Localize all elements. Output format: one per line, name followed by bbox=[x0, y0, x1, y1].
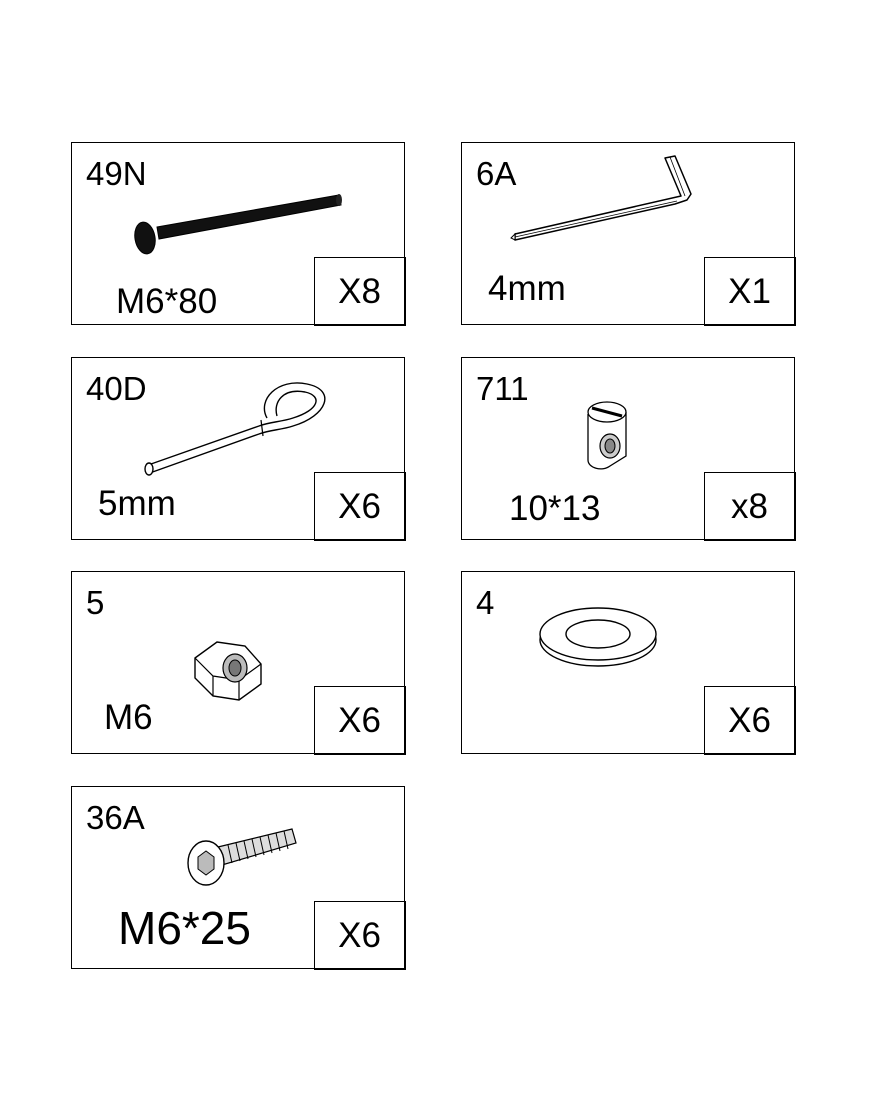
hex-socket-bolt-icon bbox=[184, 821, 304, 891]
part-quantity: X6 bbox=[703, 685, 796, 755]
part-quantity: X6 bbox=[313, 471, 406, 541]
part-quantity: X6 bbox=[313, 900, 406, 970]
part-card-40d: 40D 5mm X6 bbox=[71, 357, 406, 541]
part-code: 49N bbox=[86, 155, 147, 192]
part-quantity: X8 bbox=[313, 256, 406, 326]
part-code: 5 bbox=[86, 584, 105, 621]
part-card-49n: 49N M6*80 X8 bbox=[71, 142, 406, 326]
part-size: M6*25 bbox=[118, 902, 251, 954]
part-quantity: X6 bbox=[313, 685, 406, 755]
flat-washer-icon bbox=[536, 600, 660, 670]
barrel-nut-icon bbox=[580, 398, 640, 478]
part-card-5: 5 M6 X6 bbox=[71, 571, 406, 755]
part-size: M6 bbox=[104, 698, 153, 737]
part-size: 5mm bbox=[98, 484, 176, 523]
part-code: 40D bbox=[86, 370, 147, 407]
part-card-4: 4 X6 bbox=[461, 571, 796, 755]
hook-pin-icon bbox=[137, 370, 347, 480]
part-size: M6*80 bbox=[116, 282, 218, 321]
part-quantity: x8 bbox=[703, 471, 796, 541]
hex-nut-icon bbox=[187, 624, 267, 714]
carriage-bolt-icon bbox=[127, 183, 347, 263]
part-code: 6A bbox=[476, 155, 517, 192]
part-code: 4 bbox=[476, 584, 495, 621]
part-card-6a: 6A 4mm X1 bbox=[461, 142, 796, 326]
allen-key-icon bbox=[507, 148, 707, 253]
part-code: 711 bbox=[476, 370, 529, 407]
part-size: 4mm bbox=[488, 269, 566, 308]
part-quantity: X1 bbox=[703, 256, 796, 326]
part-size: 10*13 bbox=[509, 489, 601, 528]
part-code: 36A bbox=[86, 799, 145, 836]
part-card-711: 711 10*13 x8 bbox=[461, 357, 796, 541]
part-card-36a: 36A M6*25 X6 bbox=[71, 786, 406, 970]
